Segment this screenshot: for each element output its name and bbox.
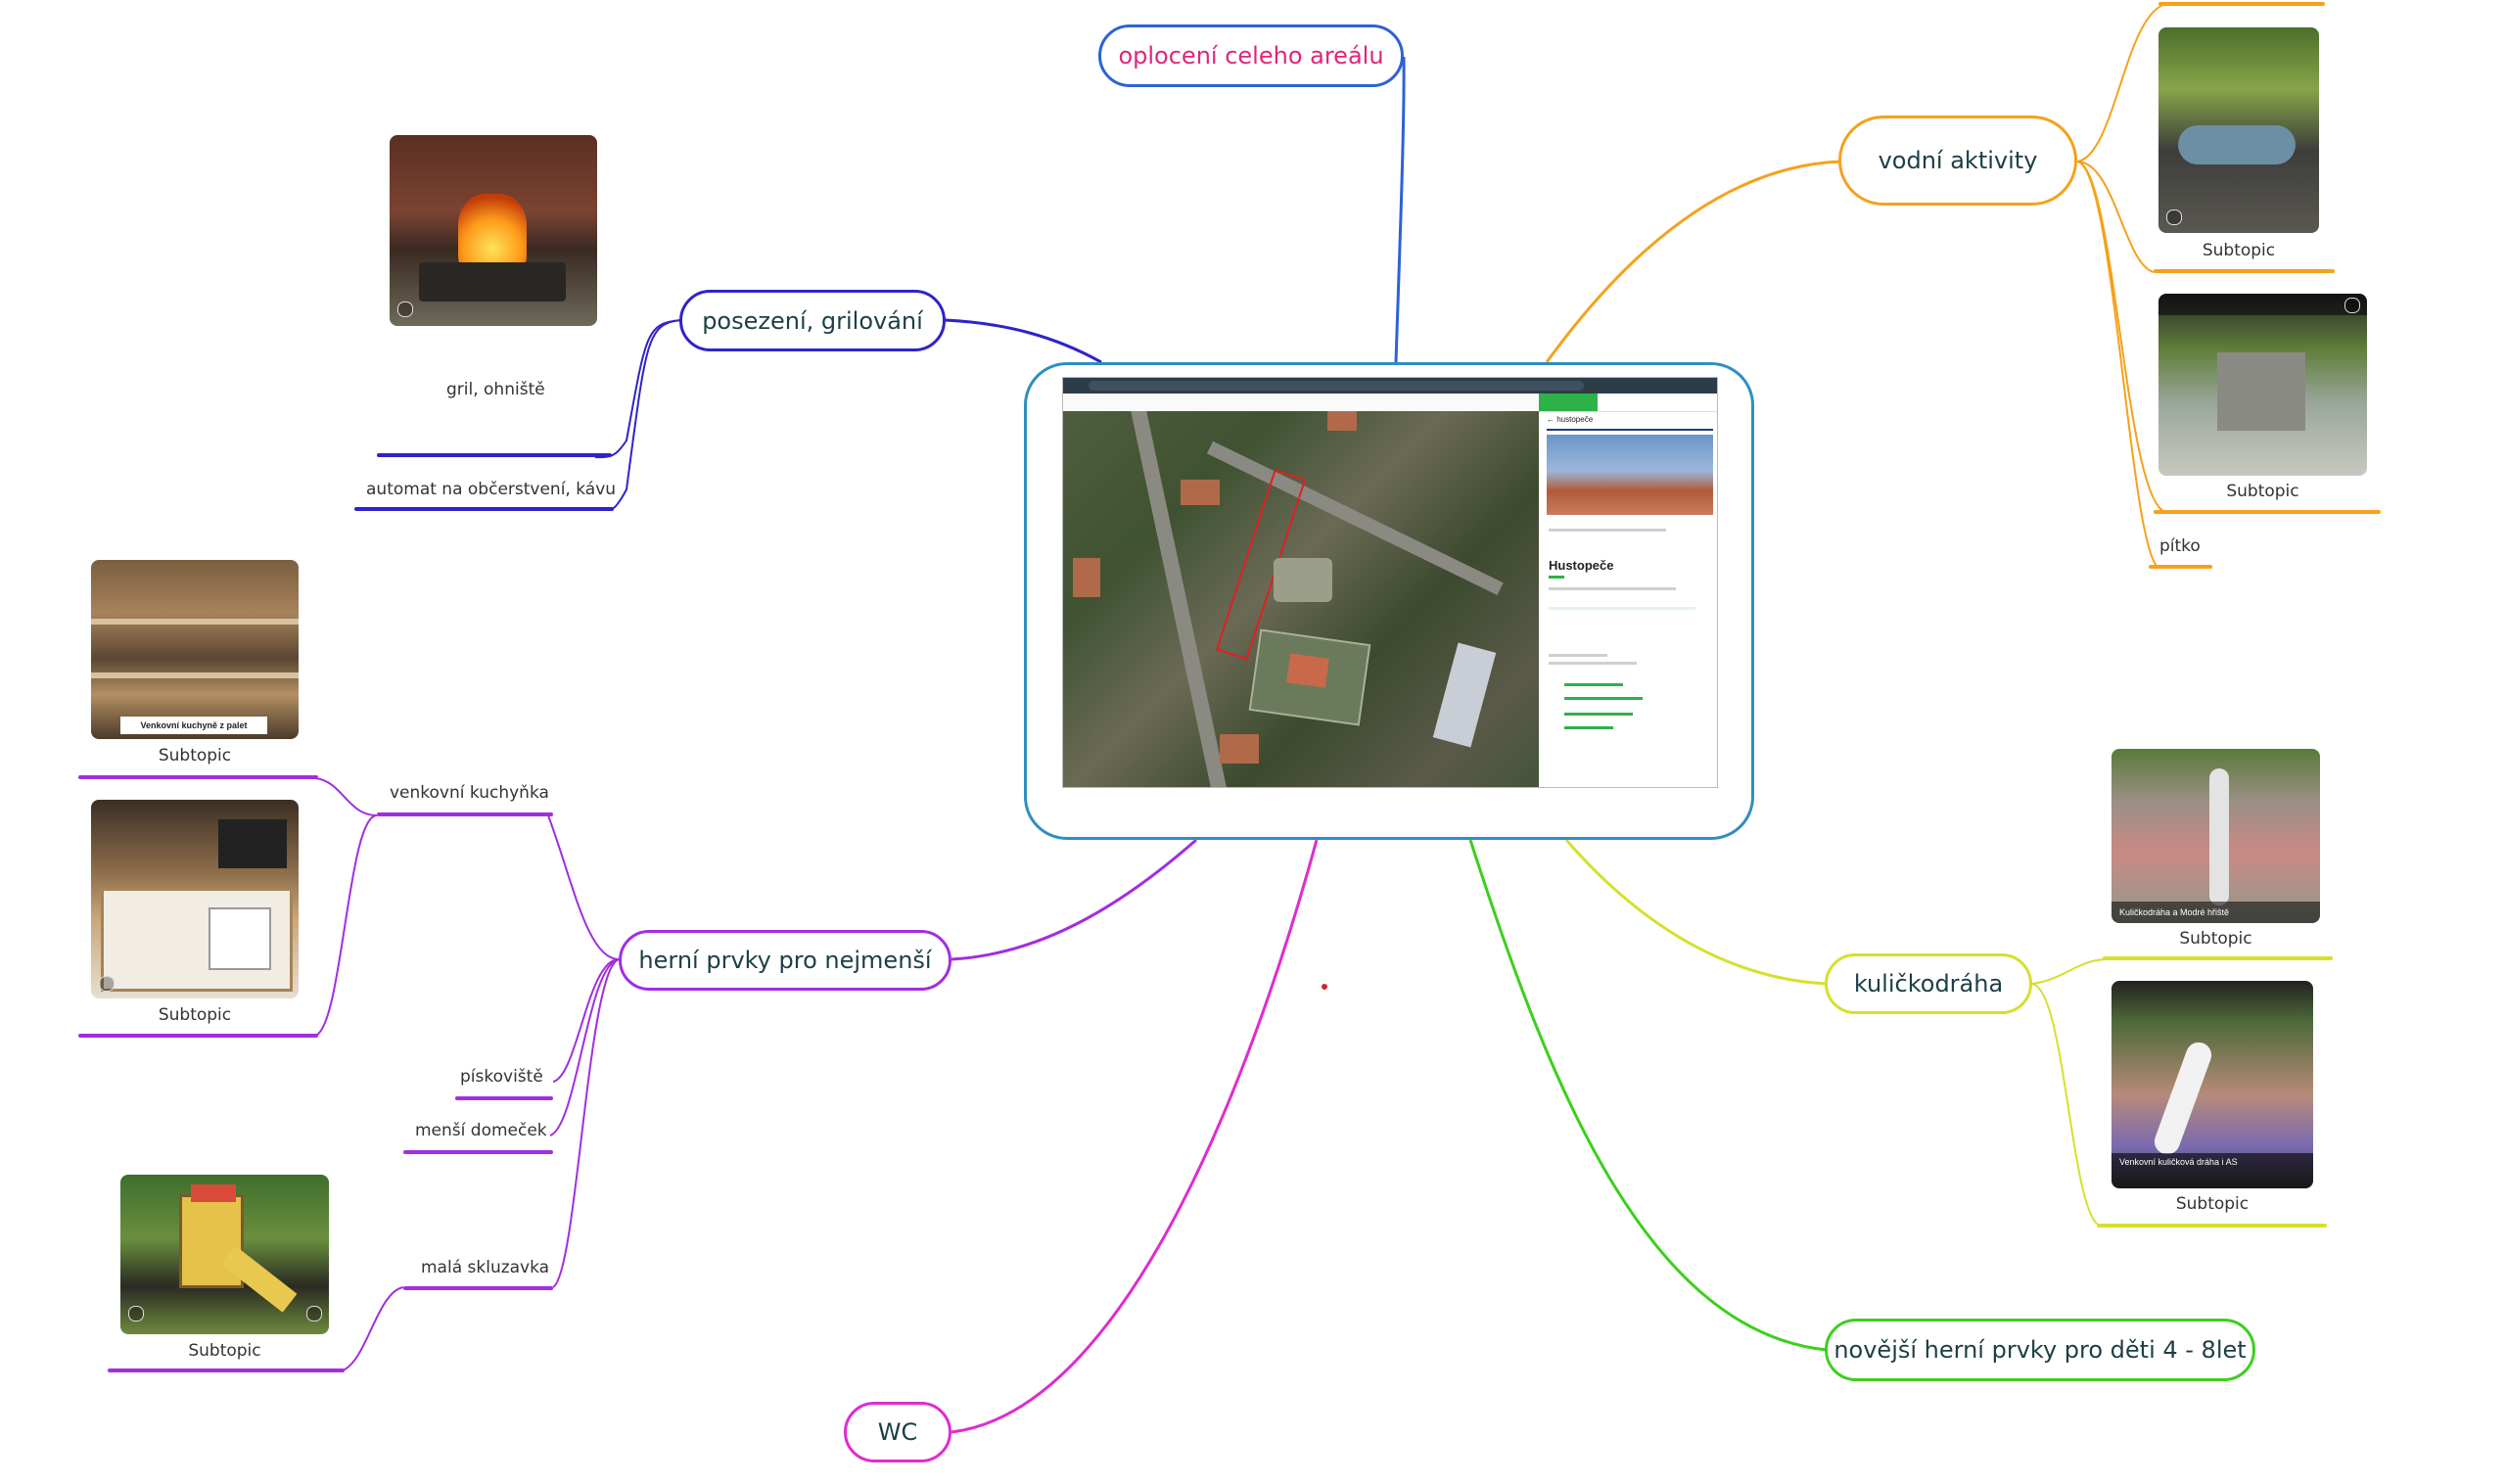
underline-kuchynka — [377, 812, 553, 816]
prev-icon[interactable] — [128, 1306, 144, 1322]
caption-subtopic-kitchen1: Subtopic — [158, 746, 232, 765]
search-tab — [1539, 394, 1598, 411]
topic-kulickodraha[interactable]: kuličkodráha — [1825, 953, 2032, 1014]
topic-herni-prvky[interactable]: herní prvky pro nejmenší — [619, 930, 951, 991]
image-label-kulicko2: Venkovní kuličková dráha i AS — [2112, 1153, 2313, 1188]
image-outdoor-kitchen-1[interactable]: Venkovní kuchyně z palet — [91, 560, 299, 739]
underline-gril — [377, 453, 612, 457]
back-arrow-icon[interactable]: ← — [1547, 415, 1555, 424]
underline-sub3 — [78, 1034, 318, 1038]
link-wc — [951, 839, 1319, 1434]
leaf-pitko[interactable]: pítko — [2159, 536, 2201, 556]
expand-icon[interactable] — [397, 301, 413, 317]
caption-subtopic-marble1: Subtopic — [2179, 929, 2252, 949]
topic-wc[interactable]: WC — [844, 1402, 951, 1462]
image-marble-run-2[interactable]: Venkovní kuličková dráha i AS — [2112, 981, 2313, 1188]
underline-sub5 — [2154, 269, 2335, 273]
link-herni — [951, 838, 1197, 961]
topic-posezeni[interactable]: posezení, grilování — [679, 290, 946, 351]
caption-subtopic-kitchen2: Subtopic — [158, 1005, 232, 1025]
link-vodni — [1545, 160, 1841, 363]
underline-domecek — [403, 1150, 553, 1154]
close-icon[interactable] — [2344, 298, 2360, 313]
leaf-domecek[interactable]: menší domeček — [415, 1121, 547, 1140]
underline-sub8 — [2097, 1224, 2327, 1228]
image-marble-run-1[interactable]: Kuličkodráha a Modré hřiště — [2112, 749, 2320, 923]
topic-oploceni[interactable]: oplocení celeho areálu — [1098, 24, 1404, 87]
underline-piskoviste — [455, 1096, 553, 1100]
link-novejsi — [1468, 839, 1828, 1352]
image-label-kuchyne: Venkovní kuchyně z palet — [120, 717, 267, 734]
expand-icon[interactable] — [99, 976, 115, 992]
underline-skluzavka — [403, 1286, 553, 1290]
underline-automat — [354, 507, 614, 511]
caption-subtopic-slide: Subtopic — [188, 1341, 261, 1361]
leaf-kuchynka[interactable]: venkovní kuchyňka — [390, 783, 549, 803]
topic-vodni-aktivity[interactable]: vodní aktivity — [1838, 116, 2077, 206]
leaf-gril[interactable]: gril, ohniště — [446, 380, 545, 399]
map-sidebar: ← hustopeče Hustopeče — [1539, 394, 1717, 787]
place-photo — [1547, 435, 1713, 515]
image-slide[interactable] — [120, 1175, 329, 1334]
link-kulickodraha — [1564, 839, 1828, 986]
image-water-playground[interactable] — [2158, 294, 2367, 476]
caption-subtopic-water1: Subtopic — [2202, 241, 2276, 260]
satellite-map — [1063, 411, 1539, 787]
image-water-play[interactable] — [2158, 27, 2319, 233]
image-label-kulicko: Kuličkodráha a Modré hřiště — [2112, 902, 2320, 923]
image-outdoor-kitchen-2[interactable] — [91, 800, 299, 998]
image-fire-pit[interactable] — [390, 135, 597, 326]
place-title: Hustopeče — [1549, 558, 1614, 573]
caption-subtopic-water2: Subtopic — [2226, 482, 2299, 501]
underline-sub6 — [2154, 510, 2381, 514]
topic-novejsi-prvky[interactable]: novější herní prvky pro děti 4 - 8let — [1825, 1319, 2255, 1381]
leaf-piskoviste[interactable]: pískoviště — [460, 1067, 543, 1087]
leaf-skluzavka[interactable]: malá skluzavka — [421, 1258, 550, 1277]
next-icon[interactable] — [306, 1306, 322, 1322]
red-marker — [1322, 984, 1327, 990]
link-posezeni — [944, 318, 1102, 364]
underline-sub2 — [78, 775, 318, 779]
leaf-automat[interactable]: automat na občerstvení, kávu — [366, 480, 617, 499]
underline-pitko — [2149, 565, 2212, 569]
map-screenshot: ← hustopeče Hustopeče — [1062, 377, 1718, 788]
underline-sub4 — [108, 1368, 345, 1372]
link-oploceni — [1394, 56, 1406, 363]
map-search-value: hustopeče — [1556, 415, 1594, 424]
caption-subtopic-marble2: Subtopic — [2175, 1194, 2250, 1214]
underline-vodni-top — [2158, 2, 2325, 6]
underline-sub7 — [2103, 956, 2333, 960]
expand-icon[interactable] — [2166, 209, 2182, 225]
